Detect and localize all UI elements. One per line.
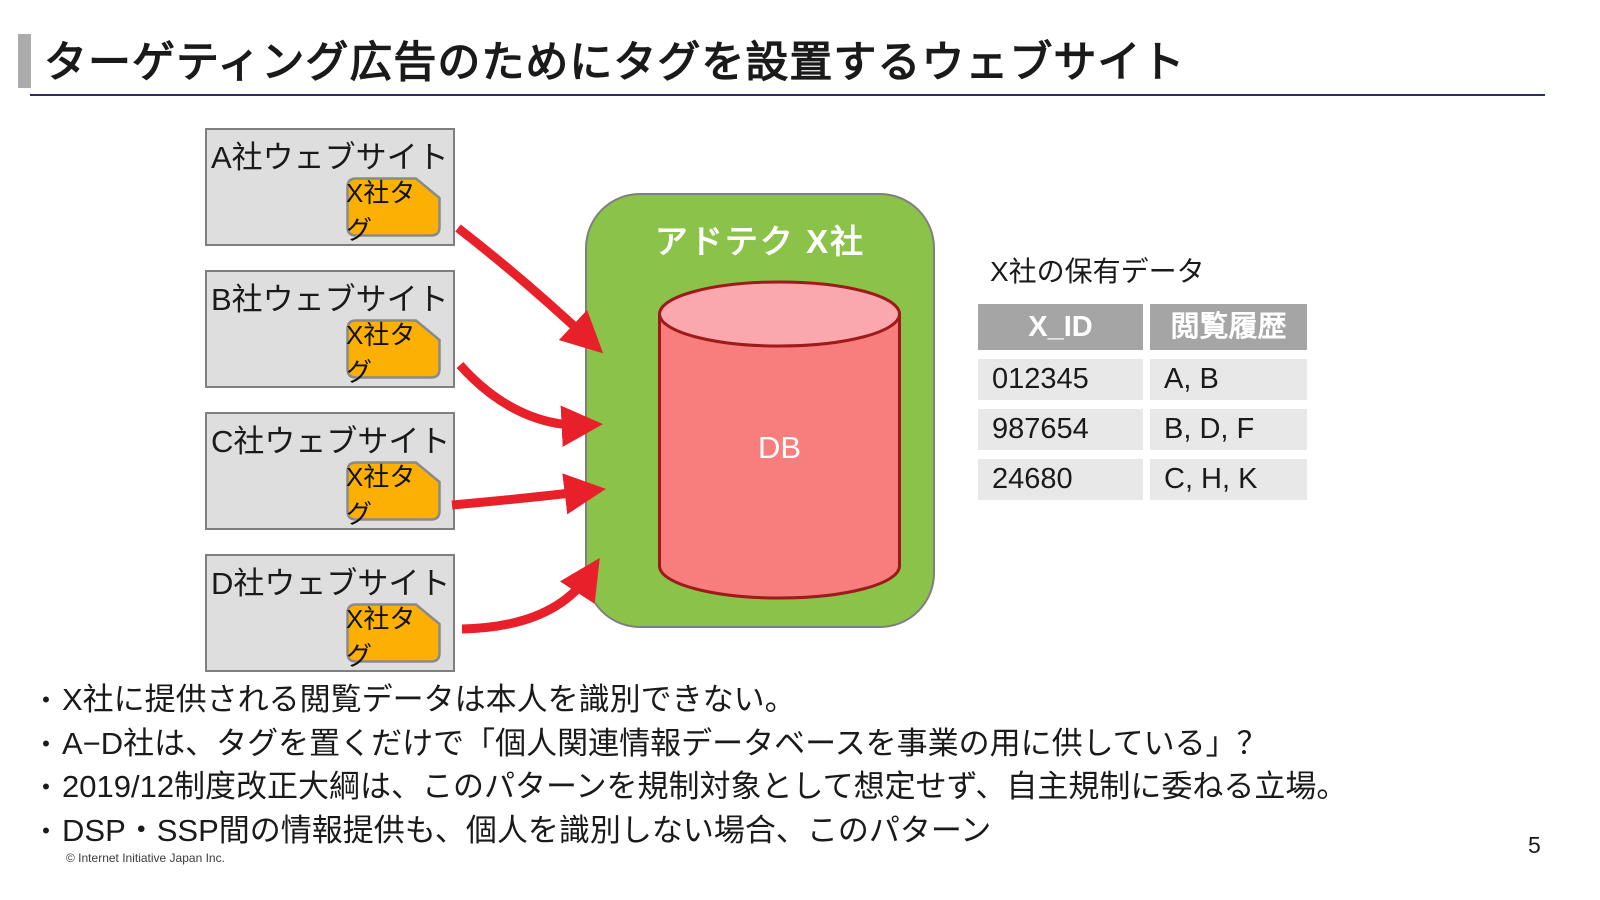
table-cell-xid: 987654 — [978, 409, 1143, 450]
bullet-dot: • — [42, 774, 50, 799]
table-cell-xid: 012345 — [978, 359, 1143, 400]
adtech-company-box: アドテク X社 DB — [585, 193, 935, 628]
database-cylinder-icon — [658, 280, 901, 600]
tag-d: X社タグ — [346, 603, 441, 671]
list-item: • 2019/12制度改正大綱は、このパターンを規制対象として想定せず、自主規制… — [30, 765, 1560, 809]
bullet-text: DSP・SSP間の情報提供も、個人を識別しない場合、このパターン — [62, 812, 992, 848]
table-row: 24680 C, H, K — [978, 459, 1308, 500]
tag-c: X社タグ — [346, 461, 441, 529]
page-title: ターゲティング広告のためにタグを設置するウェブサイト — [44, 39, 1186, 87]
table-row: 012345 A, B — [978, 359, 1308, 400]
tag-b: X社タグ — [346, 319, 441, 387]
bullet-text: X社に提供される閲覧データは本人を識別できない。 — [62, 682, 796, 717]
site-box-d: D社ウェブサイト X社タグ — [205, 554, 455, 672]
tag-label-b: X社タグ — [346, 320, 416, 387]
tag-shape-icon — [346, 603, 441, 663]
tag-shape-icon — [346, 461, 441, 521]
holdings-table-title: X社の保有データ — [990, 256, 1205, 287]
table-cell-history: A, B — [1150, 359, 1307, 400]
db-label: DB — [757, 430, 802, 465]
table-cell-xid: 24680 — [978, 459, 1143, 500]
tag-label-d: X社タグ — [346, 604, 416, 671]
tag-a: X社タグ — [346, 177, 441, 245]
site-box-a: A社ウェブサイト X社タグ — [205, 128, 455, 246]
table-header-xid: X_ID — [978, 304, 1143, 350]
tag-shape-icon — [346, 319, 441, 379]
table-row: 987654 B, D, F — [978, 409, 1308, 450]
site-label-b: B社ウェブサイト — [211, 282, 449, 317]
table-header-row: X_ID 閲覧履歴 — [978, 304, 1308, 350]
table-cell-history: C, H, K — [1150, 459, 1307, 500]
list-item: • A−D社は、タグを置くだけで「個人関連情報データベースを事業の用に供している… — [30, 722, 1560, 766]
notes-list: • X社に提供される閲覧データは本人を識別できない。 • A−D社は、タグを置く… — [30, 678, 1560, 852]
title-accent-bar — [18, 34, 31, 88]
bullet-dot: • — [42, 687, 50, 712]
bullet-text: A−D社は、タグを置くだけで「個人関連情報データベースを事業の用に供している」？ — [62, 725, 1268, 761]
site-box-c: C社ウェブサイト X社タグ — [205, 412, 455, 530]
tag-label-c: X社タグ — [346, 462, 416, 529]
tag-label-a: X社タグ — [346, 178, 416, 245]
title-divider — [30, 94, 1545, 96]
copyright-text: © Internet Initiative Japan Inc. — [66, 851, 225, 865]
tag-shape-icon — [346, 177, 441, 237]
bullet-dot: • — [42, 817, 50, 843]
table-cell-history: B, D, F — [1150, 409, 1307, 450]
site-label-a: A社ウェブサイト — [211, 140, 449, 175]
list-item: • X社に提供される閲覧データは本人を識別できない。 — [30, 678, 1560, 722]
table-header-history: 閲覧履歴 — [1150, 304, 1307, 350]
page-number: 5 — [1528, 832, 1541, 858]
site-box-b: B社ウェブサイト X社タグ — [205, 270, 455, 388]
holdings-table-section: X社の保有データ X_ID 閲覧履歴 012345 A, B 987654 B,… — [978, 250, 1308, 500]
site-label-c: C社ウェブサイト — [211, 424, 451, 459]
list-item: • DSP・SSP間の情報提供も、個人を識別しない場合、このパターン — [30, 809, 1560, 853]
bullet-text: 2019/12制度改正大綱は、このパターンを規制対象として想定せず、自主規制に委… — [62, 769, 1348, 804]
bullet-dot: • — [42, 730, 50, 756]
adtech-company-label: アドテク X社 — [654, 223, 866, 260]
site-label-d: D社ウェブサイト — [211, 566, 451, 601]
